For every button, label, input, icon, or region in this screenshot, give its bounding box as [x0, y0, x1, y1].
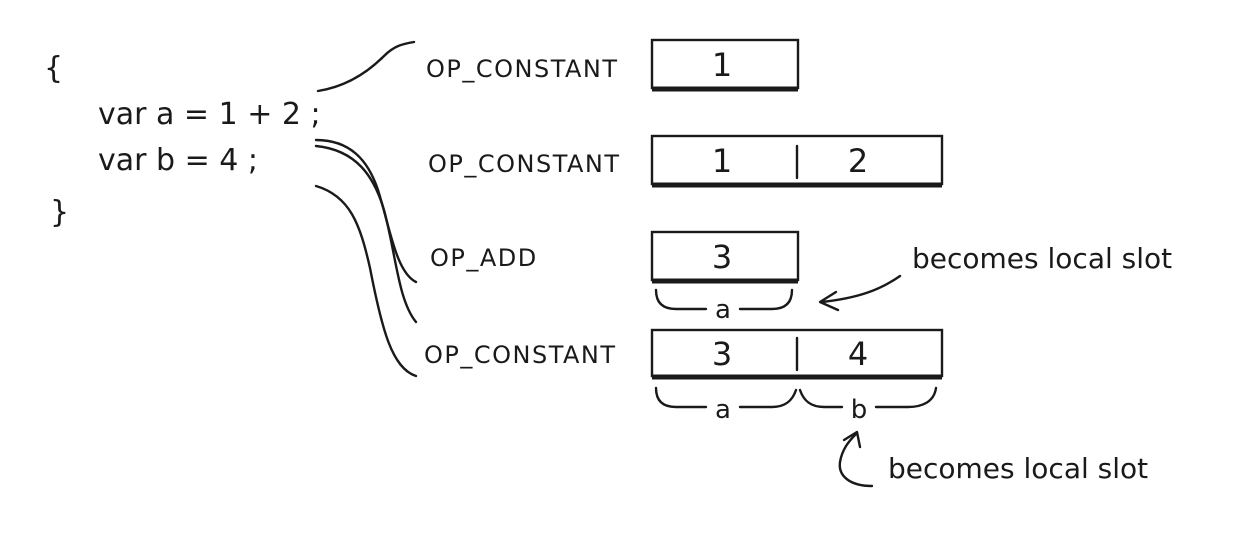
arrow-icon [820, 274, 902, 304]
instruction-label-3: OP_ADD [430, 244, 538, 272]
stack-row-1: 1 [650, 38, 800, 92]
stack-value: 1 [712, 46, 732, 84]
connector-line2-to-op4 [314, 184, 418, 378]
annotation-upper: becomes local slot [818, 242, 1172, 312]
arrowhead-icon [842, 430, 862, 449]
slot-label: b [851, 395, 868, 425]
stack-value: 4 [848, 335, 868, 373]
stack-value: 1 [712, 142, 732, 180]
stack-value: 3 [712, 335, 732, 373]
arrowhead-icon [818, 290, 840, 312]
stack-row-2: 1 2 [650, 134, 944, 188]
code-line-var-a: var a = 1 + 2 ; [98, 97, 321, 132]
stack-value: 3 [712, 238, 732, 276]
annotation-text: becomes local slot [888, 452, 1148, 485]
stack-box [650, 230, 800, 282]
annotation-lower: becomes local slot [838, 430, 1148, 488]
slot-brace [654, 386, 798, 409]
slot-brace [798, 386, 938, 409]
instruction-labels: OP_CONSTANT OP_CONSTANT OP_ADD OP_CONSTA… [424, 55, 621, 369]
connector-line1-to-op1 [316, 40, 416, 93]
stack-box [650, 38, 800, 90]
slot-brace [654, 288, 794, 311]
connectors [314, 40, 418, 378]
slot-label: a [715, 395, 731, 425]
close-brace: } [50, 195, 69, 230]
code-line-var-b: var b = 4 ; [98, 143, 258, 178]
connector-line1-to-opadd-2 [314, 144, 418, 324]
annotation-text: becomes local slot [912, 242, 1172, 275]
instruction-label-4: OP_CONSTANT [424, 341, 617, 369]
stack-row-3: 3 a [650, 230, 800, 325]
slot-label: a [715, 295, 731, 325]
source-code: { var a = 1 + 2 ; var b = 4 ; } [44, 51, 321, 230]
curved-arrow-icon [838, 432, 874, 488]
instruction-label-2: OP_CONSTANT [428, 150, 621, 178]
open-brace: { [44, 51, 63, 86]
stack-row-4: 3 4 a b [650, 328, 944, 425]
stack-value: 2 [848, 142, 868, 180]
instruction-label-1: OP_CONSTANT [426, 55, 619, 83]
connector-line1-to-opadd [314, 138, 418, 284]
